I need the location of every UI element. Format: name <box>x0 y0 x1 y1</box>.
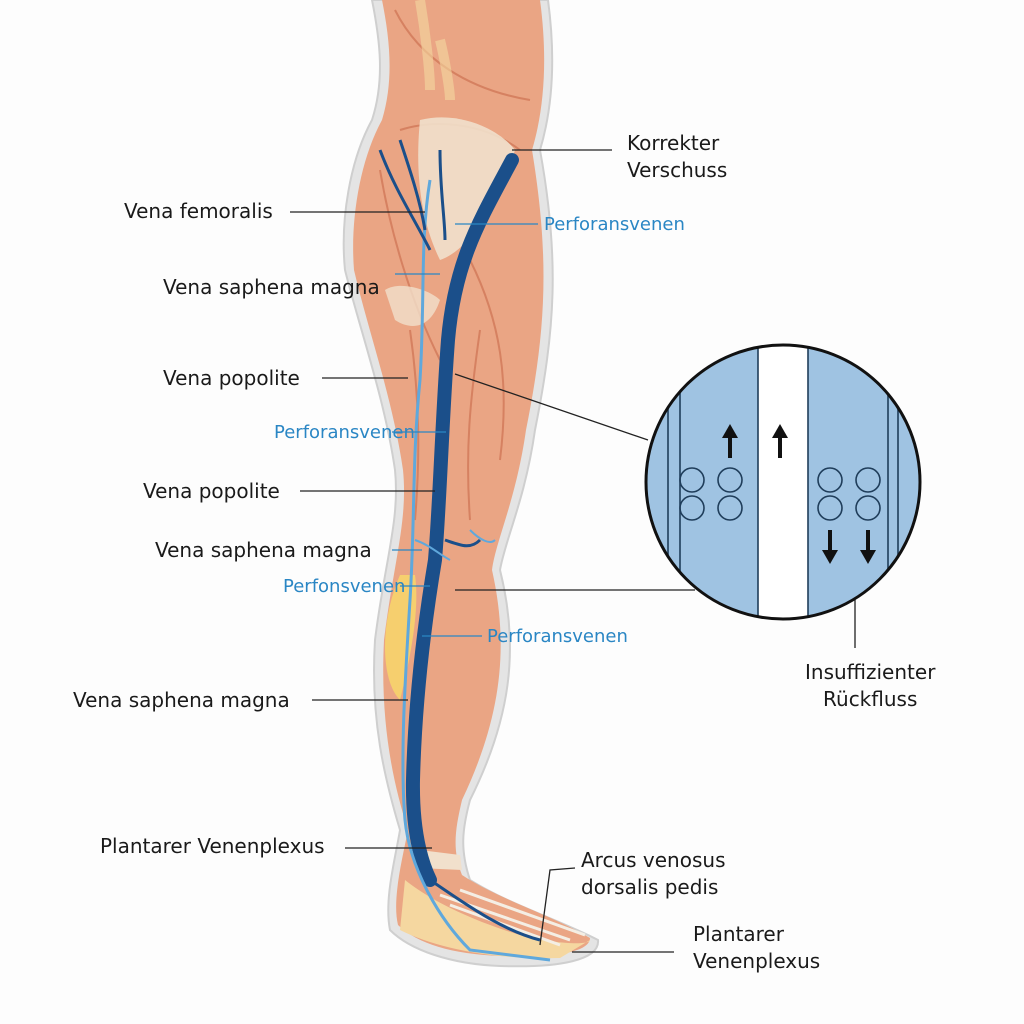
label-line: dorsalis pedis <box>581 875 719 899</box>
label-line: Rückfluss <box>823 687 918 711</box>
label-perforansvenen: Perforansvenen <box>274 422 415 443</box>
label-line: Arcus venosus <box>581 848 726 872</box>
label-perforansvenen: Perforansvenen <box>487 626 628 647</box>
label-vena-popolite: Vena popolite <box>143 479 280 503</box>
label-vena-femoralis: Vena femoralis <box>124 199 273 223</box>
label-perforansvenen: Perforansvenen <box>544 214 685 235</box>
label-perfonsvenen: Perfonsvenen <box>283 576 406 597</box>
label-line: Venenplexus <box>693 949 821 973</box>
deep-vein <box>405 153 519 887</box>
label-line: Korrekter <box>627 131 720 155</box>
superficial-vein <box>401 179 551 962</box>
label-vena-saphena-magna: Vena saphena magna <box>155 538 372 562</box>
label-vena-saphena-magna: Vena saphena magna <box>163 275 380 299</box>
valve-inset <box>644 343 922 621</box>
label-line: Insuffizienter <box>805 660 936 684</box>
label-vena-saphena-magna: Vena saphena magna <box>73 688 290 712</box>
label-plantarer-venenplexus: Plantarer Venenplexus <box>100 834 325 858</box>
label-line: Verschuss <box>627 158 728 182</box>
label-line: Plantarer <box>693 922 784 946</box>
label-arcus-venosus: Arcus venosus dorsalis pedis <box>581 847 725 901</box>
label-vena-popolite: Vena popolite <box>163 366 300 390</box>
